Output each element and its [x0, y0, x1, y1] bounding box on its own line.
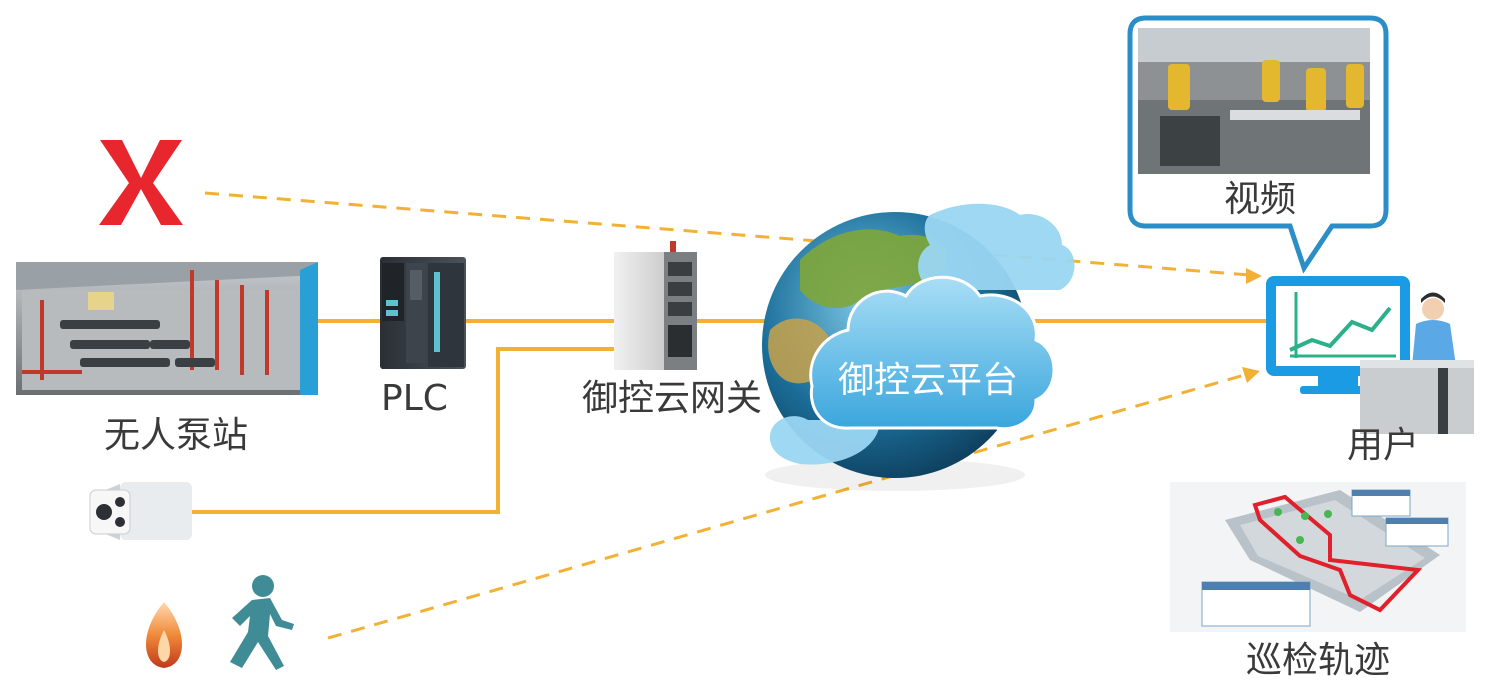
- plc-device-icon: [380, 257, 466, 369]
- pump-station-image: [16, 262, 318, 395]
- dashed-link-sensors-user: [327, 372, 1249, 640]
- camera-icon: [89, 482, 192, 540]
- arrow-head-bottom: [1242, 367, 1260, 383]
- video-label: 视频: [1224, 179, 1297, 220]
- link-camera-gateway: [190, 347, 614, 514]
- gateway-device-icon: [614, 241, 697, 370]
- user-workstation: [1266, 276, 1474, 434]
- dashed-link-x-user: [204, 191, 1251, 277]
- arrow-head-top: [1246, 268, 1262, 284]
- cloud-platform-globe: [762, 203, 1075, 491]
- cloud-platform-label: 御控云平台: [838, 360, 1019, 401]
- gateway-label: 御控云网关: [582, 378, 763, 419]
- flame-icon: [146, 602, 182, 668]
- patrol-track-map: [1170, 482, 1466, 632]
- dashed-links: [204, 191, 1262, 640]
- walking-person-icon: [230, 575, 294, 670]
- patrol-track-label: 巡检轨迹: [1246, 640, 1391, 681]
- user-label: 用户: [1347, 425, 1420, 466]
- pump-station-label: 无人泵站: [104, 415, 249, 456]
- plc-label: PLC: [381, 378, 448, 419]
- solid-links: [190, 319, 1266, 514]
- video-callout: [1127, 15, 1389, 274]
- x-mark-icon: [99, 140, 183, 225]
